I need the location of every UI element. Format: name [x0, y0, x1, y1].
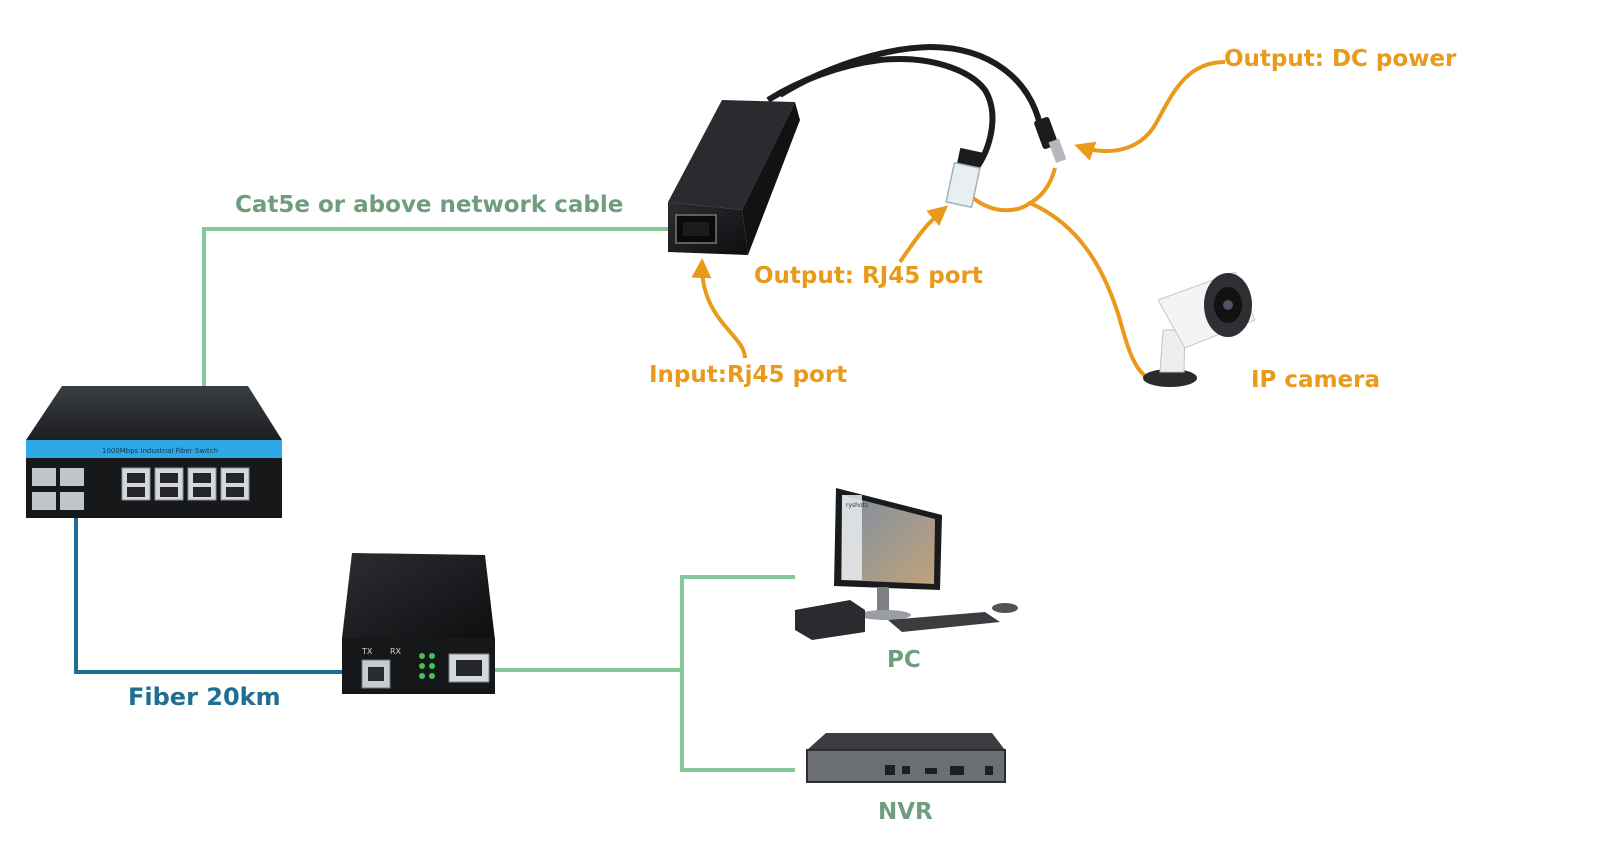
output-rj45-arrow — [898, 205, 949, 264]
ip-camera — [1143, 271, 1256, 387]
output-dc-arrow — [1074, 60, 1226, 161]
fiber-label: Fiber 20km — [128, 683, 281, 711]
media-converter: TX RX — [342, 553, 495, 694]
nvr — [806, 733, 1006, 783]
output-rj45-label: Output: RJ45 port — [754, 263, 983, 289]
converter-rx: RX — [390, 647, 402, 656]
camera-link-curve — [971, 167, 1150, 380]
input-arrow — [691, 258, 747, 359]
nvr-label: NVR — [878, 799, 933, 825]
poe-splitter — [668, 43, 1067, 255]
lan-lines — [492, 575, 795, 772]
fiber-line — [74, 510, 350, 674]
cable-label: Cat5e or above network cable — [235, 192, 624, 218]
switch-banner: 1000Mbps Industrial Fiber Switch — [102, 447, 218, 455]
input-rj45-label: Input:Rj45 port — [649, 362, 848, 388]
industrial-switch: 1000Mbps Industrial Fiber Switch — [26, 386, 282, 518]
pc: ryshots — [795, 488, 1018, 640]
network-cable-line — [202, 227, 672, 462]
converter-tx: TX — [361, 647, 373, 656]
monitor-brand: ryshots — [846, 502, 868, 509]
ip-camera-label: IP camera — [1251, 367, 1381, 393]
pc-label: PC — [887, 647, 921, 673]
output-dc-label: Output: DC power — [1224, 46, 1457, 72]
